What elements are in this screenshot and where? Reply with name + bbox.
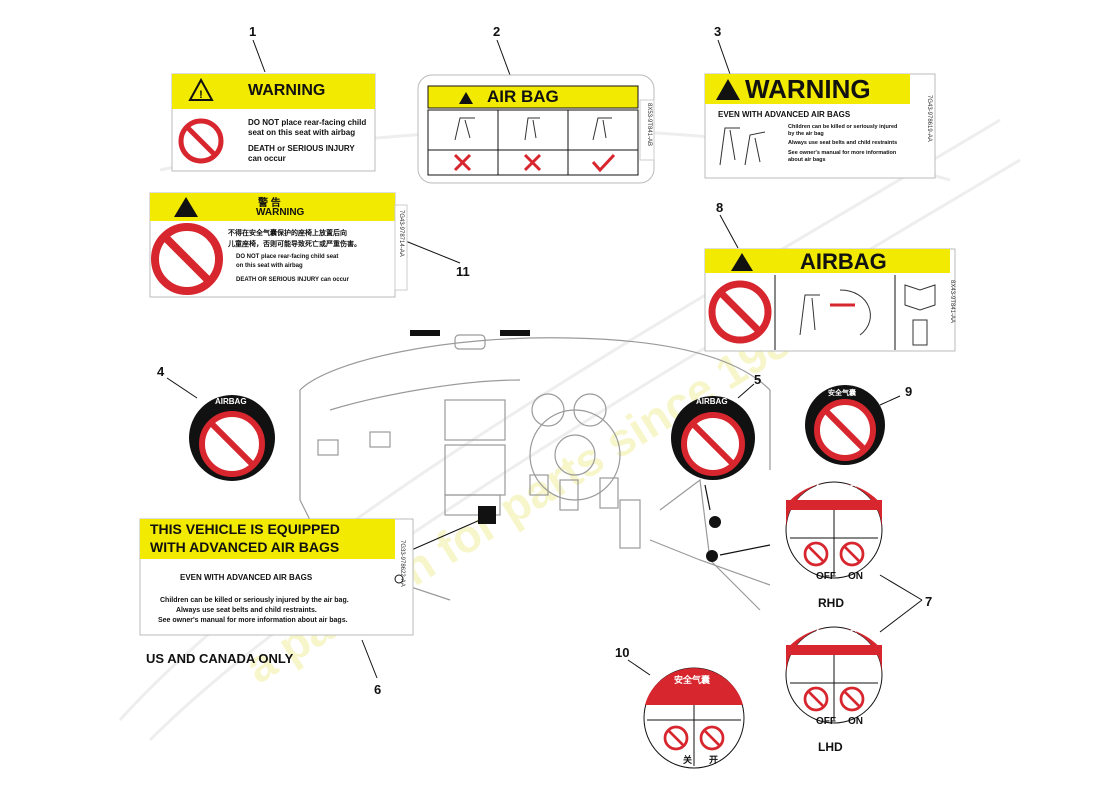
child-seat-figure-icon [719, 127, 766, 166]
label-6-sub: EVEN WITH ADVANCED AIR BAGS [180, 573, 313, 582]
label-6-line: Always use seat belts and child restrain… [176, 607, 317, 614]
label-1-line: DO NOT place rear-facing child [248, 118, 367, 127]
label-11-cn-line: 儿童座椅，否则可能导致死亡或严重伤害。 [228, 241, 361, 248]
label-11-warning-bilingual [149, 192, 408, 298]
label-3-side-id: 7G43-978619-AA [926, 95, 932, 142]
label-6-line: Children can be killed or seriously inju… [160, 597, 349, 604]
label-3-header: WARNING [745, 74, 871, 104]
label-1-line: seat on this seat with airbag [248, 128, 356, 137]
label-9-airbag-disc-cn [805, 385, 885, 465]
label-7-rhd-disc [785, 481, 883, 579]
label-6-header: THIS VEHICLE IS EQUIPPED [150, 521, 340, 537]
callout-11: 11 [456, 264, 470, 279]
label-11-header: WARNING [256, 207, 305, 218]
label-11-en-line: on this seat with airbag [236, 263, 303, 269]
label-6-side-id: 7G33-978622-AA [399, 540, 405, 587]
label-6-header: WITH ADVANCED AIR BAGS [150, 539, 340, 555]
seat-figure-icon [454, 117, 612, 141]
label-7-rhd-ring: AIRBAG [814, 483, 858, 495]
label-2-side-id: 8X53-9T841-AB [646, 103, 652, 147]
label-1-line: DEATH or SERIOUS INJURY [248, 144, 355, 153]
warning-triangle-icon [716, 79, 740, 100]
label-10-on: 开 [709, 755, 719, 765]
callout-8: 8 [716, 200, 724, 215]
label-7-lhd-caption: LHD [818, 740, 843, 754]
label-7-lhd-on: ON [848, 716, 863, 727]
callout-4: 4 [157, 364, 165, 379]
manual-book-icon [904, 284, 936, 346]
label-3-warning [704, 73, 936, 179]
label-7-lhd-off: OFF [816, 716, 836, 727]
label-11-side-id: 7G43-978714-AA [398, 210, 404, 257]
prohibited-child-seat-icon [712, 284, 768, 340]
label-8-airbag [704, 248, 956, 352]
label-3-sub: EVEN WITH ADVANCED AIR BAGS [718, 110, 851, 119]
warning-triangle-icon [188, 77, 214, 101]
label-9-ring-text: 安全气囊 [828, 390, 856, 397]
callout-10: 10 [615, 645, 630, 660]
label-11-cn-line: 不得在安全气囊保护的座椅上放置后向 [228, 230, 347, 237]
seat-airbag-figure-icon [799, 289, 871, 336]
warning-triangle-icon [731, 253, 753, 271]
label-11-en-line: DEATH OR SERIOUS INJURY can occur [236, 277, 349, 283]
label-3-bullet: See owner's manual for more information … [788, 150, 897, 163]
prohibited-child-seat-icon [181, 121, 221, 161]
label-3-bullet: Always use seat belts and child restrain… [788, 140, 898, 146]
label-7-rhd-off: OFF [816, 571, 836, 582]
callout-3: 3 [714, 24, 722, 39]
svg-text:!: ! [199, 89, 203, 101]
label-2-header: AIR BAG [487, 87, 559, 106]
prohibited-child-seat-icon [155, 227, 219, 291]
leader-lines [166, 39, 923, 679]
label-7-lhd-disc [785, 626, 883, 724]
label-5-ring-text: AIRBAG [696, 397, 728, 406]
label-10-off: 关 [683, 755, 693, 765]
label-2-airbag [417, 74, 655, 184]
label-7-lhd-ring: AIRBAG [814, 628, 858, 640]
label-7-rhd-on: ON [848, 571, 863, 582]
callout-7: 7 [925, 594, 933, 609]
label-10-ring: 安全气囊 [674, 675, 711, 685]
label-5-airbag-disc [671, 396, 755, 480]
x-mark-icon [453, 153, 542, 172]
warning-triangle-icon [174, 197, 198, 217]
label-11-en-line: DO NOT place rear-facing child seat [236, 254, 339, 260]
callout-9: 9 [905, 384, 913, 399]
label-6-line: See owner's manual for more information … [158, 617, 348, 624]
label-4-airbag-disc [189, 395, 275, 481]
callout-5: 5 [754, 372, 762, 387]
label-8-header: AIRBAG [800, 249, 887, 274]
label-6-advanced-airbag [139, 518, 414, 636]
label-3-bullet: Children can be killed or seriously inju… [788, 124, 898, 137]
label-10-disc-cn [643, 667, 745, 769]
label-11-header-cn: 警 告 [258, 198, 281, 209]
label-6-note: US AND CANADA ONLY [146, 651, 294, 666]
label-8-side-id: 8X43-9T841-AA [949, 280, 955, 324]
label-1-header: WARNING [248, 82, 326, 99]
label-1-warning: ! [171, 73, 376, 172]
callout-2: 2 [493, 24, 501, 39]
callout-6: 6 [374, 682, 382, 697]
callout-1: 1 [249, 24, 257, 39]
label-4-ring-text: AIRBAG [215, 397, 247, 406]
label-7-rhd-caption: RHD [818, 596, 844, 610]
check-mark-icon [591, 153, 616, 173]
label-1-line: can occur [248, 154, 286, 163]
warning-triangle-icon [459, 92, 473, 104]
